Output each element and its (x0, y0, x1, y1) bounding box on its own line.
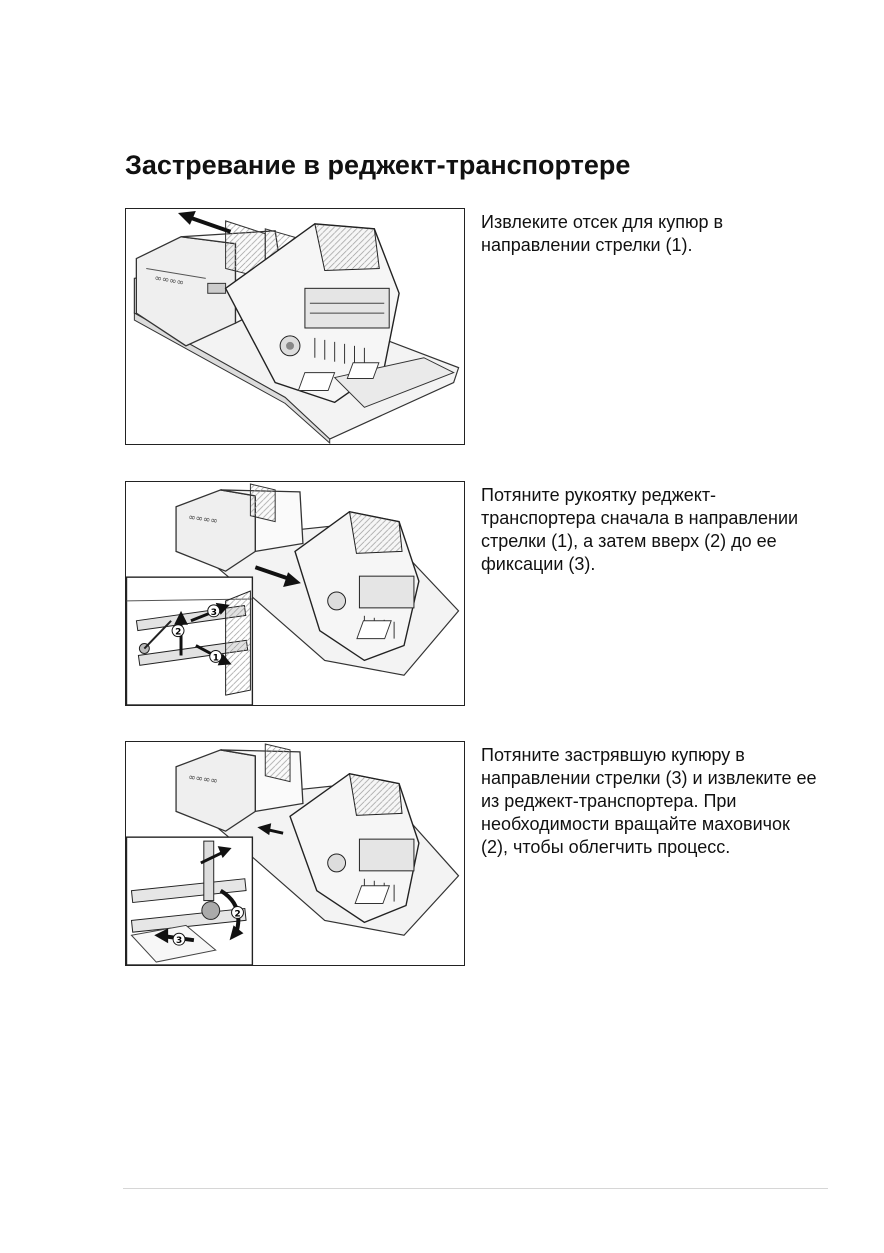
callout-3: 3 (211, 608, 217, 618)
machine-drawing-icon: ∞∞∞∞ (126, 483, 460, 705)
svg-text:∞∞∞∞: ∞∞∞∞ (188, 773, 219, 787)
machine-drawing-icon: ∞∞∞∞ (126, 743, 460, 965)
footer-divider (123, 1188, 828, 1189)
page-title: Застревание в реджект-транспортере (125, 150, 631, 180)
machine-drawing-icon: ∞∞∞∞ (133, 210, 460, 444)
step-3-text: Потяните застрявшую купюру в направлении… (481, 745, 817, 857)
callout-1: 1 (213, 653, 219, 663)
callout-3: 3 (176, 936, 182, 946)
step-2-text: Потяните рукоятку реджект-транспортера с… (481, 485, 799, 574)
svg-text:∞∞∞∞: ∞∞∞∞ (188, 513, 219, 527)
step-1-text: Извлеките отсек для купюр в направлении … (481, 212, 724, 255)
callout-2: 2 (175, 628, 181, 638)
callout-2: 2 (235, 909, 241, 919)
jammed-note-removal-illustration: ∞∞∞∞ (125, 741, 465, 966)
rejector-tray-removal-illustration: ∞∞∞∞ (125, 208, 465, 445)
rejector-handle-pull-illustration: ∞∞∞∞ (125, 481, 465, 706)
